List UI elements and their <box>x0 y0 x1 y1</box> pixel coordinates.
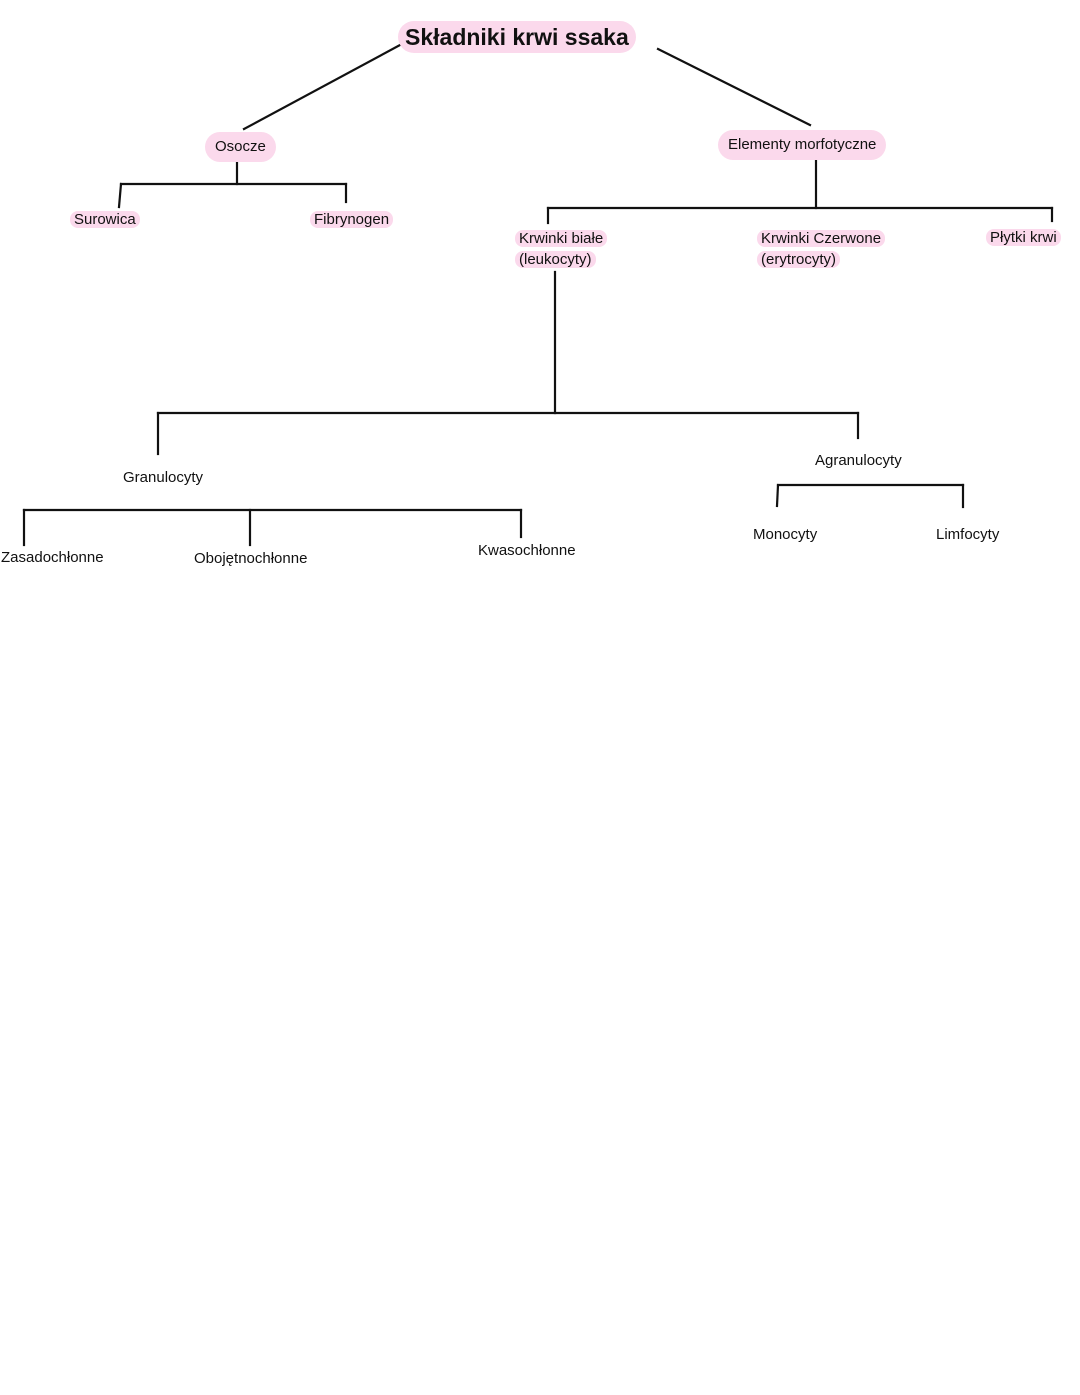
edge-osocze-surowica <box>117 182 123 209</box>
node-limfocyty: Limfocyty <box>936 526 1000 543</box>
node-obojetnochlonne: Obojętnochłonne <box>194 550 308 567</box>
edge-agranulocyty-monocyty <box>775 483 780 508</box>
node-zasadochlonne: Zasadochłonne <box>1 549 104 566</box>
node-agranulocyty: Agranulocyty <box>815 452 902 469</box>
edge-root-osocze <box>242 43 402 131</box>
node-surowica-label: Surowica <box>70 211 140 228</box>
node-kwasochlonne: Kwasochłonne <box>478 542 576 559</box>
node-surowica: Surowica <box>70 210 140 230</box>
node-krwinki-biale-line1: Krwinki białe <box>515 230 608 247</box>
node-plytki-krwi-label: Płytki krwi <box>986 229 1061 246</box>
node-granulocyty: Granulocyty <box>123 469 204 486</box>
node-krwinki-czerwone-line1: Krwinki Czerwone <box>757 230 886 247</box>
node-krwinki-czerwone-line2: (erytrocyty) <box>757 251 840 268</box>
node-monocyty: Monocyty <box>753 526 818 543</box>
edge-root-elementy <box>656 47 812 127</box>
node-fibrynogen: Fibrynogen <box>310 210 394 230</box>
node-krwinki-biale: Krwinki białe (leukocyty) <box>515 228 608 270</box>
node-osocze: Osocze <box>205 132 276 162</box>
node-elementy-morfotyczne: Elementy morfotyczne <box>718 130 887 160</box>
node-krwinki-biale-line2: (leukocyty) <box>515 251 596 268</box>
node-plytki-krwi: Płytki krwi <box>986 227 1061 248</box>
diagram-title: Składniki krwi ssaka <box>398 21 636 53</box>
node-fibrynogen-label: Fibrynogen <box>310 211 394 228</box>
node-krwinki-czerwone: Krwinki Czerwone (erytrocyty) <box>757 228 886 270</box>
